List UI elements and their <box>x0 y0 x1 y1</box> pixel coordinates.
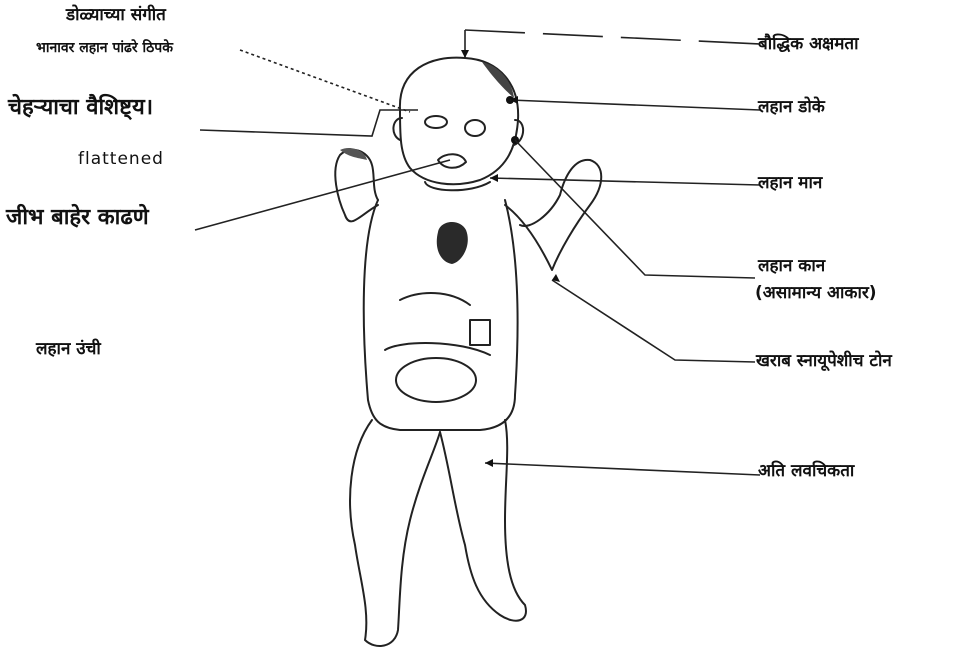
label-flattened: flattened <box>78 150 164 170</box>
pointer-small-head <box>510 100 760 110</box>
label-unusual-shape: (असामान्य आकार) <box>755 284 877 304</box>
label-hyperflexibility: अति लवचिकता <box>758 462 854 482</box>
label-small-neck: लहान मान <box>758 174 822 194</box>
eye-right <box>465 120 485 136</box>
heart-shape <box>437 222 468 264</box>
pointer-muscle <box>552 280 755 362</box>
label-eye-spots-line1: डोळ्याच्या संगीत <box>66 6 166 26</box>
pointer-facial <box>200 110 418 136</box>
pointer-eye-spots <box>240 50 410 112</box>
label-intellectual-disability: बौद्धिक अक्षमता <box>758 35 859 55</box>
label-facial-features: चेहऱ्याचा वैशिष्ट्य। <box>8 95 153 120</box>
pointer-small-neck <box>490 178 760 185</box>
eye-left <box>425 116 447 128</box>
label-short-height: लहान उंची <box>36 340 101 360</box>
pointer-tongue <box>195 160 450 230</box>
label-small-ears: लहान कान <box>758 257 825 277</box>
pointer-hyperflex <box>485 463 760 475</box>
leg-left <box>350 420 440 646</box>
label-poor-muscle-tone: खराब स्नायूपेशीच टोन <box>756 352 892 372</box>
label-small-head: लहान डोके <box>758 98 825 118</box>
pointer-intellectual <box>465 30 760 44</box>
label-eye-spots-line2: भानावर लहान पांढरे ठिपके <box>36 40 173 56</box>
label-tongue-out: जीभ बाहेर काढणे <box>6 205 149 230</box>
leg-right <box>440 420 526 621</box>
mouth <box>438 154 466 168</box>
